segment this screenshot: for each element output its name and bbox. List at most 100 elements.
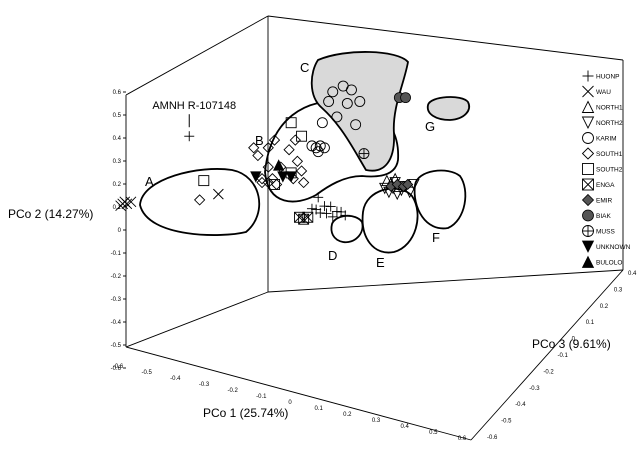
legend-label-south2: SOUTH2	[596, 167, 623, 174]
legend-label-muss: MUSS	[596, 229, 615, 236]
z-tick-label: 0	[572, 337, 576, 343]
y-tick-label: 0.5	[113, 113, 122, 119]
plot-box-frame	[125, 15, 624, 441]
point-south2	[198, 175, 210, 187]
point-south1	[262, 142, 274, 154]
group-outline-g	[426, 96, 470, 121]
group-outlines	[139, 51, 470, 254]
z-axis-ticks: -0.6 -0.5 -0.4 -0.3 -0.2 -0.1 0 0.1 0.2 0.3 0.4	[487, 271, 637, 441]
point-karim	[312, 146, 324, 158]
point-south1	[256, 173, 268, 185]
legend-symbol-north1	[581, 100, 595, 113]
group-label-f: F	[432, 230, 440, 245]
point-south2	[285, 117, 297, 129]
annotation-text: AMNH R-107148	[152, 100, 236, 112]
group-label-e: E	[376, 255, 385, 270]
z-tick-label: -0.5	[501, 419, 512, 425]
point-north2	[379, 182, 391, 195]
legend-symbol-emir	[581, 193, 595, 207]
x-tick-label: -0.6	[113, 364, 124, 370]
point-karim	[327, 86, 339, 98]
legend-symbol-huonp	[582, 70, 594, 82]
group-outline-d	[330, 214, 364, 244]
legend-symbol-enga	[582, 178, 594, 191]
legend-label-unknown: UNKNOWN	[596, 244, 631, 251]
point-south1	[252, 149, 264, 162]
legend-symbol-unknown	[581, 240, 595, 253]
point-huonp	[325, 201, 336, 212]
point-south1	[248, 142, 260, 154]
y-axis-title: PCo 2 (14.27%)	[8, 207, 93, 221]
x-tick-label: -0.4	[170, 376, 181, 382]
group-label-b: B	[255, 133, 264, 148]
group-label-a: A	[145, 174, 154, 189]
point-wau	[125, 196, 137, 208]
group-label-d: D	[328, 248, 337, 263]
y-tick-label: 0	[118, 228, 122, 234]
z-tick-label: -0.1	[558, 353, 569, 359]
x-tick-label: -0.5	[141, 370, 152, 376]
z-tick-label: 0.4	[628, 271, 637, 277]
box-edge	[267, 269, 624, 293]
x-tick-label: 0.6	[458, 436, 467, 442]
group-outline-f	[413, 169, 467, 230]
x-tick-label: -0.1	[256, 394, 267, 400]
legend-label-huonp: HUONP	[596, 74, 619, 81]
y-tick-label: -0.3	[111, 297, 122, 303]
point-south1	[295, 165, 308, 177]
y-tick-label: 0.3	[113, 159, 122, 165]
point-emir	[402, 178, 414, 191]
legend-label-bulolo: BULOLO	[596, 260, 622, 267]
y-tick-label: -0.2	[111, 274, 122, 280]
point-south1	[283, 144, 295, 156]
x-tick-label: 0.2	[343, 412, 352, 418]
group-label-c: C	[300, 60, 309, 75]
legend-label-karim: KARIM	[596, 136, 617, 143]
z-tick-label: -0.6	[487, 435, 498, 441]
y-tick-label: -0.6	[111, 366, 122, 372]
z-tick-label: -0.2	[543, 369, 554, 375]
point-karim	[354, 96, 366, 107]
legend-label-biak: BIAK	[596, 213, 611, 220]
z-tick-label: 0.3	[614, 287, 623, 293]
z-tick-label: 0.1	[586, 320, 595, 326]
point-south1	[270, 178, 283, 191]
group-outline-e	[361, 187, 419, 254]
legend-label-wau: WAU	[596, 89, 611, 96]
point-unknown	[285, 171, 297, 183]
y-tick-label: 0.6	[113, 90, 122, 96]
point-wau	[213, 188, 224, 200]
point-muss	[358, 148, 370, 160]
z-tick-label: -0.3	[529, 386, 540, 392]
x-tick-label: 0	[288, 400, 292, 406]
y-tick-label: -0.1	[111, 251, 122, 257]
legend-symbol-north2	[581, 116, 595, 130]
legend-symbol-south1	[581, 147, 595, 160]
legend-label-north1: NORTH1	[596, 105, 623, 112]
x-axis-title: PCo 1 (25.74%)	[203, 406, 288, 420]
legend-label-north2: NORTH2	[596, 120, 623, 127]
x-tick-label: 0.4	[400, 424, 409, 430]
y-axis-ticks: -0.6-0.5-0.4-0.3-0.2-0.100.10.20.30.40.5…	[111, 90, 126, 372]
y-tick-label: 0.4	[113, 136, 122, 142]
legend-label-enga: ENGA	[596, 182, 615, 189]
point-karim	[318, 142, 330, 154]
point-enga	[302, 211, 314, 223]
point-karim	[346, 84, 357, 96]
x-axis-ticks: -0.6-0.5-0.4-0.3-0.2-0.100.10.20.30.40.5…	[113, 364, 467, 442]
z-tick-label: 0.2	[600, 304, 609, 310]
point-huonp	[327, 211, 338, 222]
y-tick-label: -0.4	[111, 320, 122, 326]
x-tick-label: -0.3	[199, 382, 210, 388]
point-biak	[400, 92, 411, 104]
point-bulolo	[273, 159, 285, 171]
y-tick-label: 0.1	[113, 205, 122, 211]
z-tick-label: -0.4	[515, 402, 526, 408]
legend-symbol-karim	[582, 132, 594, 144]
legend-symbol-muss	[582, 225, 594, 237]
point-karim	[323, 96, 335, 107]
point-karim	[341, 97, 353, 109]
point-huonp	[313, 192, 324, 203]
